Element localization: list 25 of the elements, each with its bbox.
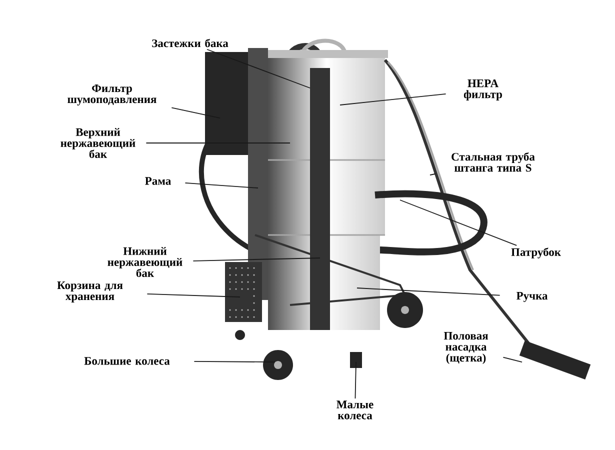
- leader-line: [171, 107, 220, 118]
- part-label: Большие колеса: [84, 357, 170, 365]
- part-label: Фильтр шумоподавления: [68, 84, 156, 106]
- leader-line: [356, 288, 500, 296]
- leader-line: [194, 361, 276, 362]
- leader-line: [146, 293, 240, 298]
- part-label: HEPA фильтр: [464, 79, 502, 101]
- leader-line: [400, 200, 518, 246]
- leader-line: [192, 258, 320, 262]
- part-label: Рама: [145, 177, 171, 185]
- part-label: Половая насадка (щетка): [444, 332, 488, 364]
- part-label: Стальная труба штанга типа S: [452, 152, 535, 172]
- part-label: Патрубок: [511, 248, 561, 258]
- leader-line: [502, 356, 522, 362]
- leader-line: [430, 173, 436, 176]
- part-label: Застежки бака: [152, 38, 228, 48]
- leader-line: [340, 93, 446, 106]
- part-label: Нижний нержавеющий бак: [108, 246, 182, 278]
- part-label: Корзина для хранения: [57, 282, 123, 302]
- leader-line: [184, 182, 258, 188]
- part-label: Малые колеса: [336, 400, 374, 420]
- part-label: Ручка: [516, 292, 548, 302]
- leader-line: [354, 362, 356, 399]
- leader-line: [146, 142, 290, 144]
- part-label: Верхний нержавеющий бак: [60, 128, 136, 158]
